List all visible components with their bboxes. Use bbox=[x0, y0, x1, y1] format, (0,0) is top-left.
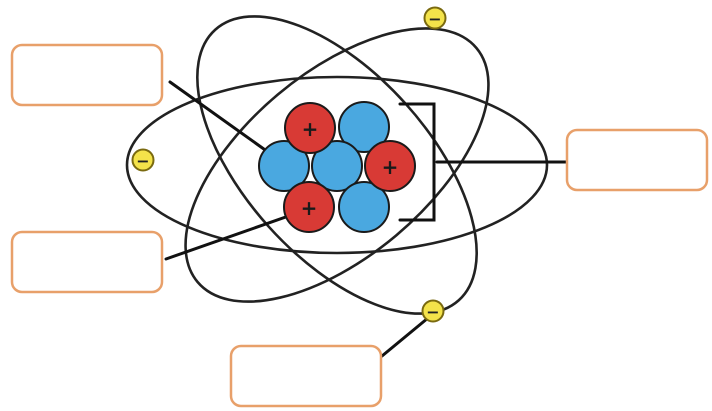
leader-line-electron bbox=[380, 316, 430, 358]
label-box-bottom[interactable] bbox=[229, 344, 383, 408]
nucleus-bracket bbox=[398, 102, 436, 222]
proton-sign: + bbox=[301, 196, 318, 220]
label-boxes bbox=[10, 43, 709, 408]
neutron bbox=[338, 101, 390, 153]
label-box-top-left[interactable] bbox=[10, 43, 164, 107]
electron-sign: − bbox=[428, 10, 441, 29]
electrons: − − − bbox=[131, 6, 447, 323]
leader-line-neutron bbox=[168, 80, 270, 154]
electron: − bbox=[421, 299, 445, 323]
leader-line-proton bbox=[164, 210, 302, 261]
proton: + bbox=[283, 181, 335, 233]
nucleus: + + + bbox=[258, 101, 416, 233]
proton: + bbox=[364, 140, 416, 192]
neutron bbox=[338, 181, 390, 233]
orbit-horizontal bbox=[125, 75, 549, 255]
label-box-right[interactable] bbox=[565, 128, 709, 192]
label-box-bottom-left[interactable] bbox=[10, 230, 164, 294]
electron-sign: − bbox=[136, 152, 149, 171]
orbit-tilted-left bbox=[184, 27, 490, 303]
electron-sign: − bbox=[426, 303, 439, 322]
electron: − bbox=[131, 148, 155, 172]
neutron bbox=[258, 140, 310, 192]
leader-lines bbox=[164, 80, 569, 358]
neutron bbox=[311, 140, 363, 192]
electron: − bbox=[423, 6, 447, 30]
proton: + bbox=[284, 102, 336, 154]
proton-sign: + bbox=[382, 155, 399, 179]
proton-sign: + bbox=[302, 117, 319, 141]
